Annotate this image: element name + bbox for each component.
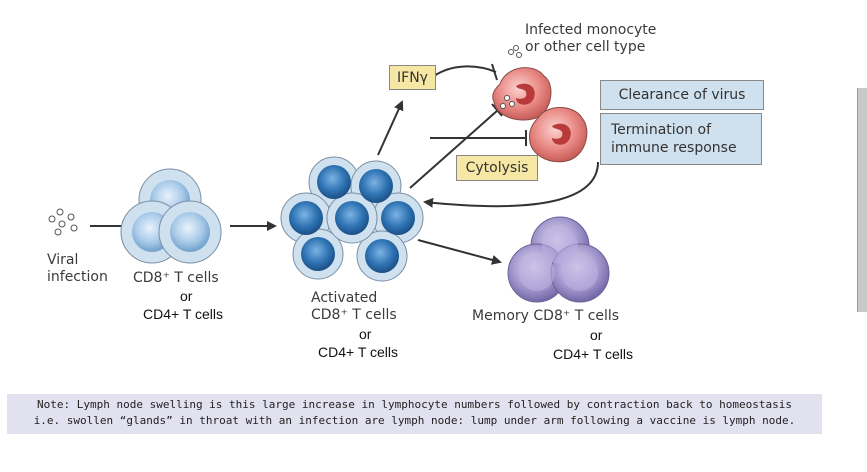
or-label-2: or bbox=[359, 326, 372, 342]
termination-box: Termination of immune response bbox=[600, 113, 762, 165]
or-label-3: or bbox=[590, 327, 603, 343]
footnote-line-1: Note: Lymph node swelling is this large … bbox=[37, 398, 792, 411]
memory-label: Memory CD8⁺ T cells bbox=[472, 308, 620, 324]
arrow-activated-to-memory bbox=[417, 239, 502, 265]
cytolysis-box: Cytolysis bbox=[456, 155, 538, 181]
ifng-inhibit-line bbox=[433, 65, 497, 77]
activated-t-cells bbox=[280, 156, 424, 282]
arrow-activated-to-ifng bbox=[377, 100, 404, 156]
cd4-activated-label: CD4+ T cells bbox=[318, 344, 399, 360]
clearance-box: Clearance of virus bbox=[600, 80, 764, 110]
cd8-naive-label: CD8⁺ T cells bbox=[133, 270, 219, 286]
footnote-line-2: i.e. swollen “glands” in throat with an … bbox=[33, 414, 796, 427]
infected-cell-label: Infected monocyte or other cell type bbox=[525, 22, 657, 55]
ifng-box: IFNγ bbox=[389, 65, 436, 90]
infected-cell-bottom bbox=[529, 107, 588, 163]
activated-label: Activated CD8⁺ T cells bbox=[311, 290, 397, 323]
footnote: Note: Lymph node swelling is this large … bbox=[7, 394, 822, 434]
cd4-memory-label: CD4+ T cells bbox=[553, 346, 634, 362]
or-label-1: or bbox=[180, 288, 193, 304]
viral-infection-label: Viral infection bbox=[47, 252, 108, 285]
cd4-naive-label: CD4+ T cells bbox=[143, 306, 224, 322]
memory-t-cells bbox=[507, 216, 610, 303]
virus-icon bbox=[48, 208, 78, 236]
arrow-termination-to-activated bbox=[423, 161, 599, 208]
infected-cell-top bbox=[492, 67, 552, 121]
right-edge-panel bbox=[858, 88, 867, 312]
right-edge-border bbox=[857, 88, 858, 312]
naive-t-cells bbox=[120, 168, 222, 264]
virus-icon-small bbox=[500, 45, 522, 109]
cytolysis-line bbox=[409, 109, 499, 189]
